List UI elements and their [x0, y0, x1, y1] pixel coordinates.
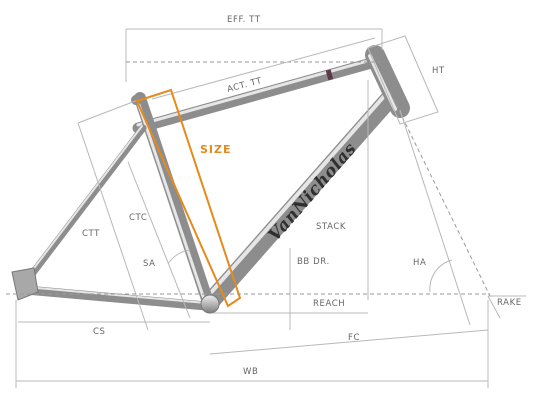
steering-axis [389, 91, 491, 297]
rear-dropout [11, 267, 39, 301]
seat-post-stub [131, 93, 145, 105]
head-tube [365, 45, 410, 118]
label-rake: RAKE [497, 298, 522, 308]
ctc-dimension [127, 161, 191, 319]
top-tube [132, 54, 388, 134]
label-ha: HA [413, 258, 426, 268]
label-sa: SA [143, 259, 156, 269]
size-highlight [135, 88, 242, 308]
bottom-bracket [200, 294, 220, 314]
chain-stay [21, 285, 211, 311]
label-bb-dr: BB DR. [297, 257, 330, 267]
ha-arc [429, 259, 453, 293]
fc-dimension [209, 329, 489, 355]
label-reach: REACH [313, 299, 345, 309]
label-fc: FC [348, 333, 360, 343]
act-tt-dimension [151, 37, 376, 100]
label-ht: HT [432, 66, 445, 76]
down-tube [203, 89, 399, 309]
label-ctt: CTT [82, 229, 100, 239]
bike-frame: VanNicholas [11, 45, 410, 314]
label-stack: STACK [316, 222, 346, 232]
label-size: SIZE [200, 143, 232, 156]
dimension-lines [6, 28, 526, 388]
label-eff-tt: EFF. TT [227, 15, 261, 25]
seat-stay [22, 124, 147, 286]
label-cs: CS [93, 327, 106, 337]
label-ctc: CTC [129, 213, 147, 223]
fork-line [399, 109, 471, 326]
ctt-dimension [77, 122, 149, 331]
ht-dimension [367, 35, 439, 125]
label-wb: WB [243, 367, 258, 377]
sa-arc [167, 249, 191, 265]
brand-text: VanNicholas [265, 139, 361, 245]
